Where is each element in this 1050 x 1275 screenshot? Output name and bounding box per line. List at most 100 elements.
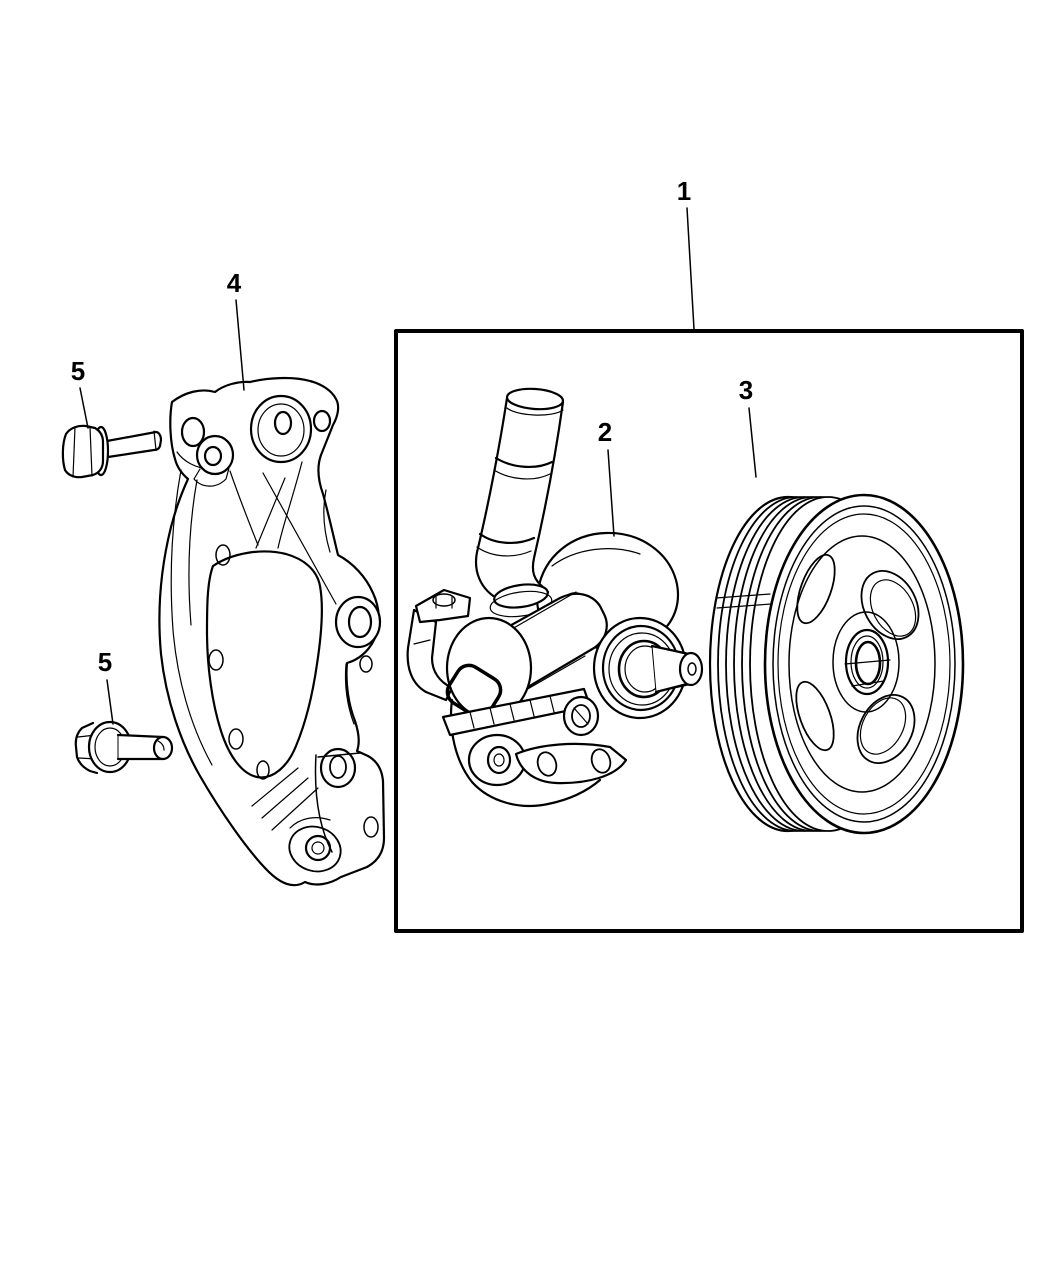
bolt-head [61, 424, 105, 479]
drawing-detail [476, 546, 532, 557]
callout-2: 2 [598, 417, 615, 537]
bolt-shaft [105, 430, 163, 459]
drawing-detail [413, 639, 431, 645]
pulley-dish [788, 535, 936, 793]
bracket-hole [312, 409, 332, 433]
drawing-detail [687, 662, 697, 676]
spoke-window [860, 570, 920, 640]
callout-label: 5 [98, 647, 112, 677]
bracket-hole [203, 445, 223, 467]
bracket-lobe [288, 825, 342, 873]
bracket-boss [334, 595, 382, 649]
callout-label: 1 [677, 176, 691, 206]
drawing-detail [432, 593, 456, 607]
drawing-detail [188, 479, 198, 626]
bracket-hole [256, 760, 270, 780]
drawing-detail [262, 472, 337, 605]
bracket-boss [249, 394, 313, 464]
pump-skirt [449, 698, 602, 808]
bracket-hole [273, 410, 293, 436]
callout-1: 1 [677, 176, 695, 330]
bracket-hole [329, 755, 347, 779]
drawing-detail [72, 426, 93, 478]
pump-shaft [650, 644, 693, 694]
callout-label: 4 [227, 268, 242, 298]
drawing-detail [478, 532, 536, 544]
drawing-detail [277, 461, 303, 549]
drawing-detail [869, 579, 917, 637]
callout-label: 3 [739, 375, 753, 405]
callout-label: 2 [598, 417, 612, 447]
callout-label: 5 [71, 356, 85, 386]
drawing-detail [493, 469, 551, 480]
pump-foot-hole [486, 745, 512, 775]
drawing-detail [157, 740, 165, 751]
callout-5-lower: 5 [98, 647, 114, 725]
bracket-hole [208, 649, 224, 671]
drawing-detail [153, 430, 157, 451]
bracket-hole [347, 605, 373, 639]
bracket-hole [228, 728, 244, 750]
pulley-drawing [708, 493, 965, 835]
drawing-detail [573, 707, 589, 725]
leader-line [235, 299, 245, 391]
tube-cap [505, 387, 565, 411]
drawing-detail [229, 470, 259, 546]
bolt-shaft [116, 733, 165, 761]
drawing-detail [489, 590, 553, 618]
hub-bore [844, 628, 890, 696]
bracket-hole [304, 834, 332, 862]
callout-4: 4 [227, 268, 245, 391]
drawing-detail [506, 407, 564, 416]
leader-line [748, 407, 757, 478]
drawing-detail [469, 695, 555, 729]
drawing-detail [772, 505, 956, 823]
bracket-opening [205, 550, 323, 779]
drawing-detail [859, 697, 907, 755]
drawing-detail [251, 767, 319, 831]
drawing-detail [311, 841, 325, 855]
drawing-detail [571, 704, 591, 728]
mount-hole [590, 748, 612, 774]
bracket-boss [195, 434, 235, 476]
drawing-detail [289, 817, 331, 829]
shaft-tip [678, 651, 704, 687]
mounting-bracket-drawing [158, 376, 386, 887]
leader-line [106, 679, 114, 725]
drawing-detail [344, 663, 355, 725]
drawing-detail [255, 477, 286, 549]
bracket-hole [215, 544, 231, 566]
spoke-window [856, 694, 916, 764]
bracket-hole [363, 816, 379, 838]
spoke-window [796, 553, 836, 625]
callout-5-upper: 5 [71, 356, 89, 429]
callout-3: 3 [739, 375, 757, 478]
bracket-hole [359, 655, 373, 673]
leader-line [686, 207, 695, 330]
pulley-hub [832, 611, 900, 713]
leader-line [79, 387, 89, 429]
drawing-detail [435, 596, 453, 609]
drawing-detail [715, 593, 772, 609]
bracket-hole [180, 416, 206, 448]
pulley-face [763, 493, 965, 835]
bracket-boss [319, 747, 357, 789]
leader-line [607, 449, 615, 537]
lower-bolt-drawing [74, 720, 174, 775]
drawing-detail [493, 753, 505, 767]
drawing-detail [551, 548, 641, 567]
drawing-detail [777, 513, 951, 815]
pump-foot [467, 733, 527, 787]
power-steering-pump-drawing [406, 387, 704, 808]
drawing-detail [257, 403, 305, 457]
drawing-detail [170, 469, 213, 766]
drawing-detail [193, 467, 230, 487]
mount-hole [536, 751, 558, 777]
drawing-detail [850, 635, 884, 689]
spoke-window [795, 680, 835, 752]
tube-collar [493, 583, 549, 609]
bolt-tip [152, 735, 174, 761]
drawing-detail [323, 489, 331, 553]
drawing-detail [494, 456, 554, 468]
